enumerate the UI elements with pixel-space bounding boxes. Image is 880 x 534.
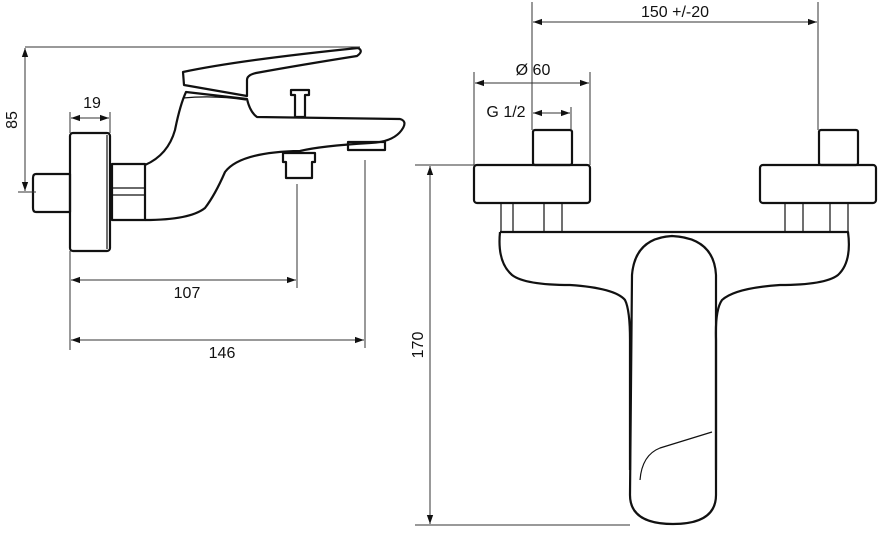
lever-handle	[181, 46, 362, 98]
dim-height-85: 85	[4, 111, 21, 129]
hand-shower-outlet	[281, 151, 317, 180]
right-stub	[817, 128, 860, 167]
mixer-body-front	[498, 230, 850, 470]
dim-thread: G 1/2	[486, 104, 525, 121]
front-view-faucet	[472, 128, 878, 526]
diverter-knob	[289, 88, 311, 119]
escutcheon	[68, 131, 112, 253]
dim-length-146: 146	[209, 345, 236, 362]
front-view-dimensions: 150 +/-20 Ø 60 G 1/2 170	[410, 2, 819, 526]
right-escutcheon	[758, 163, 878, 205]
connector	[110, 162, 147, 222]
dim-outlet-107: 107	[174, 285, 201, 302]
lever-handle-front	[628, 234, 718, 526]
dim-center-distance: 150 +/-20	[641, 4, 709, 21]
left-stub	[531, 128, 574, 167]
mixer-body	[144, 90, 406, 222]
dim-height-170: 170	[410, 332, 427, 359]
left-escutcheon	[472, 163, 592, 205]
wall-nipple	[31, 172, 72, 214]
side-view-dimensions: 85 19 107 146	[4, 46, 366, 362]
side-view-faucet	[31, 46, 406, 253]
dim-escutcheon-19: 19	[83, 95, 101, 112]
aerator	[346, 140, 387, 152]
dim-escutcheon-diameter: Ø 60	[516, 62, 551, 79]
